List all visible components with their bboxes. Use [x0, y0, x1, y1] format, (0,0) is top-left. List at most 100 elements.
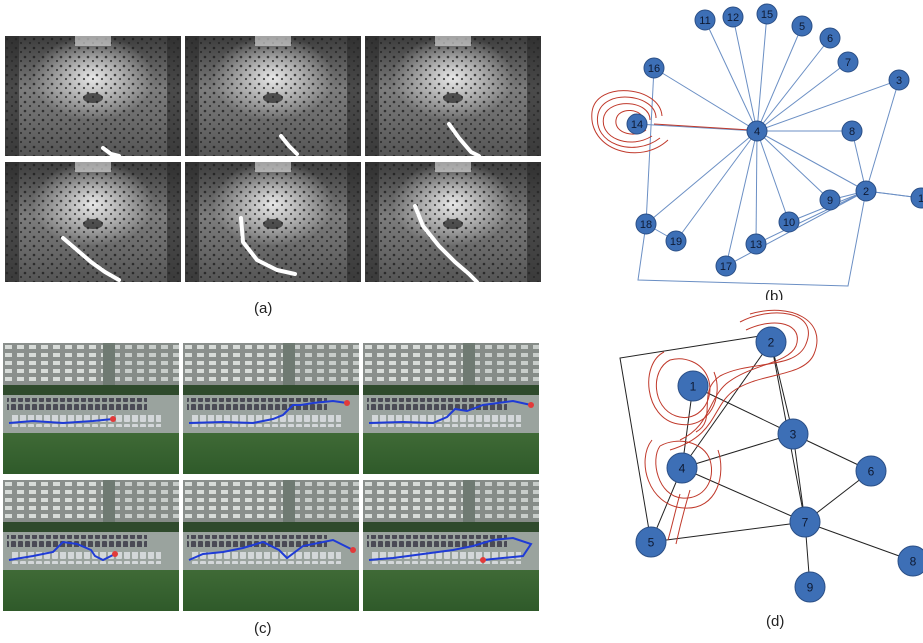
- caption-c: (c): [254, 620, 272, 637]
- crowd-frame: [185, 162, 361, 282]
- parking-frame: [183, 480, 359, 611]
- graph-edge: [653, 67, 758, 132]
- node-label: 9: [827, 195, 833, 207]
- graph-edge: [637, 190, 867, 287]
- graph-node: 8: [841, 120, 863, 142]
- graph-node: 2: [755, 326, 787, 358]
- graph-node: 6: [819, 27, 841, 49]
- crowd-frame: [5, 36, 181, 158]
- graph-node: 4: [746, 120, 768, 142]
- node-label: 18: [640, 219, 652, 231]
- graph-edge: [636, 123, 758, 132]
- graph-edge: [756, 13, 768, 132]
- crowd-frame: [365, 162, 541, 284]
- trajectory-line: [368, 399, 532, 425]
- node-label: 9: [807, 580, 814, 594]
- graph-node: 2: [855, 180, 877, 202]
- target-marker: [480, 557, 486, 563]
- graph-node: 14: [626, 113, 648, 135]
- trajectory-line: [413, 204, 479, 284]
- graph-edge: [681, 433, 794, 469]
- node-label: 8: [910, 554, 917, 568]
- graph-node: 10: [778, 211, 800, 233]
- graph-edge: [770, 341, 794, 435]
- graph-edge: [756, 130, 831, 201]
- node-label: 4: [679, 461, 686, 475]
- graph-edge: [756, 79, 900, 132]
- graph-node: 1: [677, 370, 709, 402]
- graph-node: 9: [819, 189, 841, 211]
- graph-node: 19: [665, 230, 687, 252]
- node-label: 12: [727, 12, 739, 24]
- graph-edge: [645, 67, 655, 225]
- node-label: 16: [648, 63, 660, 75]
- node-label: 7: [845, 57, 851, 69]
- crowd-frame: [185, 36, 361, 156]
- target-marker: [528, 402, 534, 408]
- node-label: 6: [827, 33, 833, 45]
- graph-node: 16: [643, 57, 665, 79]
- node-label: 15: [761, 9, 773, 21]
- node-label: 17: [720, 261, 732, 273]
- node-label: 2: [768, 335, 775, 349]
- node-label: 19: [670, 236, 682, 248]
- crowd-frame: [5, 162, 181, 282]
- graph-edge: [756, 37, 831, 132]
- trajectory-line: [101, 146, 121, 158]
- graph-edge: [756, 61, 849, 132]
- graph-node: 3: [777, 418, 809, 450]
- graph-edge: [732, 16, 758, 132]
- graph-edge: [681, 341, 772, 469]
- graph-edge: [675, 130, 758, 242]
- target-marker: [350, 547, 356, 553]
- node-label: 5: [648, 535, 655, 549]
- graph-edge: [755, 130, 758, 245]
- trajectory-line: [368, 536, 533, 561]
- graph-node: 17: [715, 255, 737, 277]
- node-label: 7: [802, 515, 809, 529]
- parking-frame: [183, 343, 359, 474]
- target-marker: [344, 400, 350, 406]
- spiral-trajectory: [591, 90, 751, 154]
- node-label: 8: [849, 126, 855, 138]
- node-label: 3: [896, 75, 902, 87]
- graph-edge: [756, 25, 803, 132]
- node-label: 2: [863, 186, 869, 198]
- graph-node: 4: [666, 452, 698, 484]
- graph-node: 7: [789, 506, 821, 538]
- graph-edge: [645, 130, 758, 225]
- graph-node: 5: [635, 526, 667, 558]
- trajectory-line: [279, 134, 299, 156]
- caption-d: (d): [766, 613, 785, 630]
- crowd-frames: [5, 36, 541, 284]
- graph-node: 1: [910, 187, 923, 209]
- trajectory-line: [8, 418, 114, 425]
- parking-frame: [3, 343, 179, 474]
- graph-edge: [804, 521, 914, 562]
- graph-edge: [756, 130, 790, 223]
- graph-edge: [681, 467, 806, 523]
- crowd-frame: [365, 36, 541, 158]
- node-label: 14: [631, 119, 643, 131]
- graph-edge: [865, 79, 900, 192]
- node-label: 11: [699, 15, 710, 27]
- parking-frame: [3, 480, 179, 611]
- trajectory-line: [188, 538, 354, 561]
- graph-node: 11: [694, 9, 716, 31]
- trajectory-line: [188, 399, 348, 425]
- spiral-trajectory: [644, 309, 818, 545]
- trajectory-line: [239, 216, 297, 276]
- graph-edge: [755, 190, 867, 245]
- target-marker: [112, 551, 118, 557]
- graph-node: 9: [794, 571, 826, 603]
- graph-edge: [725, 130, 758, 267]
- graph-node: 5: [791, 15, 813, 37]
- panel-a: [5, 36, 541, 284]
- graph-edge: [619, 335, 761, 543]
- panel-c: [3, 343, 541, 611]
- node-label: 13: [750, 239, 762, 251]
- graph-node: 13: [745, 233, 767, 255]
